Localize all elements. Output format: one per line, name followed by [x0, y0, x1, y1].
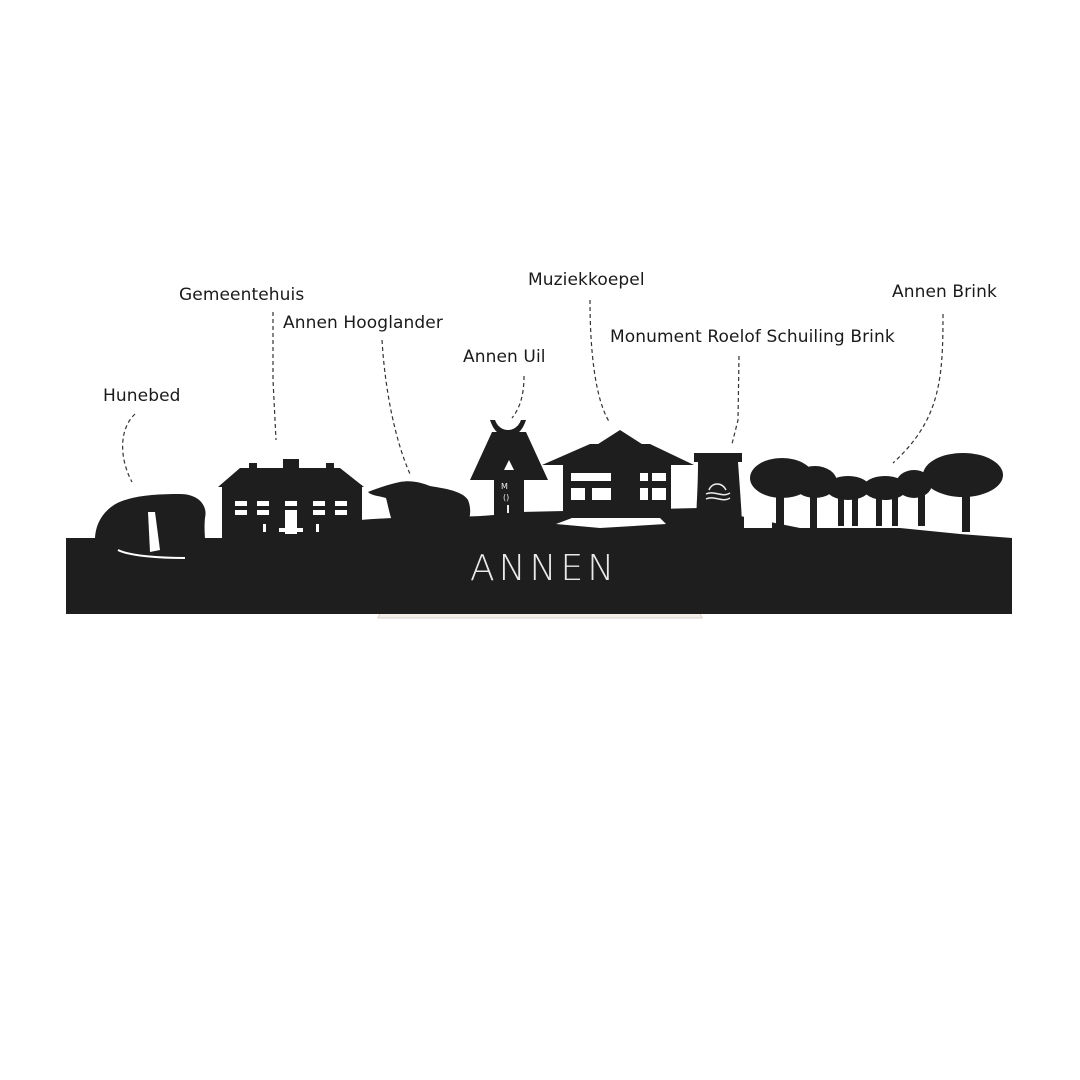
label-annen-brink: Annen Brink	[892, 282, 997, 302]
leader-brink	[892, 313, 944, 464]
cutouts	[117, 460, 958, 559]
svg-text:(): ()	[503, 493, 509, 502]
uil-shape	[470, 420, 548, 520]
leader-hooglander	[381, 339, 411, 475]
leader-hunebed	[122, 413, 136, 483]
svg-text:M: M	[501, 482, 508, 491]
label-annen-hooglander: Annen Hooglander	[283, 313, 443, 333]
city-name-cutout: ANNEN	[470, 548, 619, 589]
label-muziekkoepel: Muziekkoepel	[528, 270, 645, 290]
brink-trees	[750, 453, 1003, 532]
leader-monument	[731, 355, 740, 445]
label-monument-roelof-schuiling-brink: Monument Roelof Schuiling Brink	[610, 327, 895, 347]
label-gemeentehuis: Gemeentehuis	[179, 285, 305, 305]
leader-gemeentehuis	[272, 312, 277, 441]
label-annen-uil: Annen Uil	[463, 347, 546, 367]
muziekkoepel-shape	[542, 430, 694, 511]
leader-uil	[511, 375, 525, 419]
label-hunebed: Hunebed	[103, 386, 181, 406]
cutout-strokes: M ()	[501, 482, 731, 513]
hooglander-shape	[368, 481, 471, 528]
leader-lines	[122, 299, 944, 483]
leader-muziekkoepel	[589, 299, 611, 424]
monument-shape	[694, 453, 742, 528]
